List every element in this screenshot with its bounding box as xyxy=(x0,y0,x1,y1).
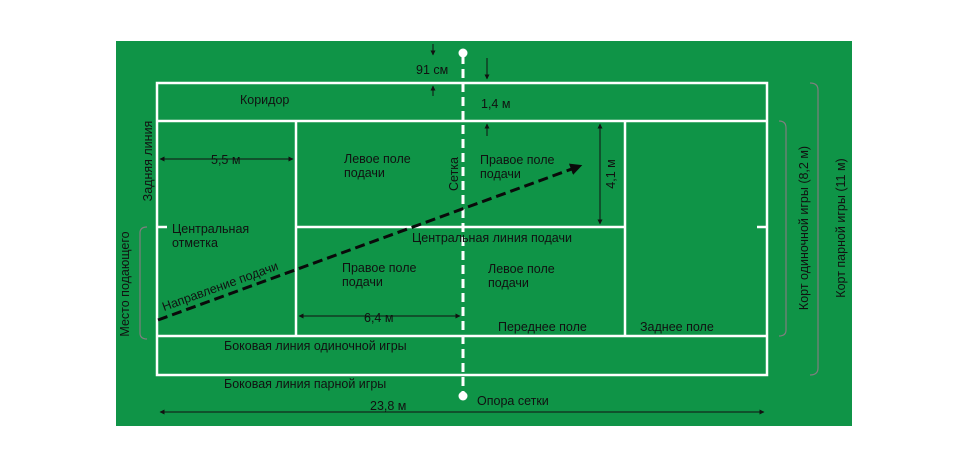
front-court-label: Переднее поле xyxy=(498,320,587,334)
corridor-width-label: 1,4 м xyxy=(481,97,511,111)
court-length-label: 23,8 м xyxy=(370,399,407,413)
side-brackets xyxy=(139,82,819,376)
singles-sideline-label: Боковая линия одиночной игры xyxy=(224,339,407,353)
left-service-box-bottom-label: Левое поле подачи xyxy=(488,262,555,290)
left-service-box-line1: Левое поле xyxy=(344,152,411,166)
singles-width-bracket xyxy=(778,120,787,337)
center-mark-line2: отметка xyxy=(172,236,218,250)
right-service-box-top-line2: подачи xyxy=(480,167,521,181)
net-post-bottom xyxy=(458,391,468,401)
corridor-label: Коридор xyxy=(240,93,290,107)
dist-5-5-label: 5,5 м xyxy=(211,153,241,167)
back-court-label: Заднее поле xyxy=(640,320,714,334)
right-service-box-top-line1: Правое поле xyxy=(480,153,555,167)
center-mark-line1: Центральная xyxy=(172,222,250,236)
center-service-line-label: Центральная линия подачи xyxy=(412,231,572,245)
doubles-sideline-label: Боковая линия парной игры xyxy=(224,377,387,391)
net-post-label: Опора сетки xyxy=(477,394,549,408)
left-service-box-line2: подачи xyxy=(344,166,385,180)
right-service-box-label: Правое поле подачи xyxy=(342,261,416,289)
server-place-bracket xyxy=(139,226,148,340)
doubles-width-bracket xyxy=(809,82,819,376)
dimension-arrows xyxy=(159,44,765,415)
dist-4-1-label: 4,1 м xyxy=(604,159,618,189)
left-service-box-bottom-line2: подачи xyxy=(488,276,529,290)
center-mark-label: Центральная отметка xyxy=(172,222,249,250)
right-service-box-line2: подачи xyxy=(342,275,383,289)
net-post-top xyxy=(458,48,468,58)
net-height-label: 91 см xyxy=(416,63,449,77)
court-surface xyxy=(116,41,852,426)
dist-6-4-label: 6,4 м xyxy=(364,311,394,325)
server-place-label: Место подающего xyxy=(118,231,132,337)
baseline-label: Задняя линия xyxy=(141,120,155,202)
net-label: Сетка xyxy=(447,157,461,191)
singles-width-label: Корт одиночной игры (8,2 м) xyxy=(797,145,811,311)
left-service-box-bottom-line1: Левое поле xyxy=(488,262,555,276)
right-service-box-line1: Правое поле xyxy=(342,261,417,275)
left-service-box-label: Левое поле подачи xyxy=(344,152,411,180)
doubles-width-label: Корт парной игры (11 м) xyxy=(834,158,848,298)
right-service-box-top-label: Правое поле подачи xyxy=(480,153,554,181)
